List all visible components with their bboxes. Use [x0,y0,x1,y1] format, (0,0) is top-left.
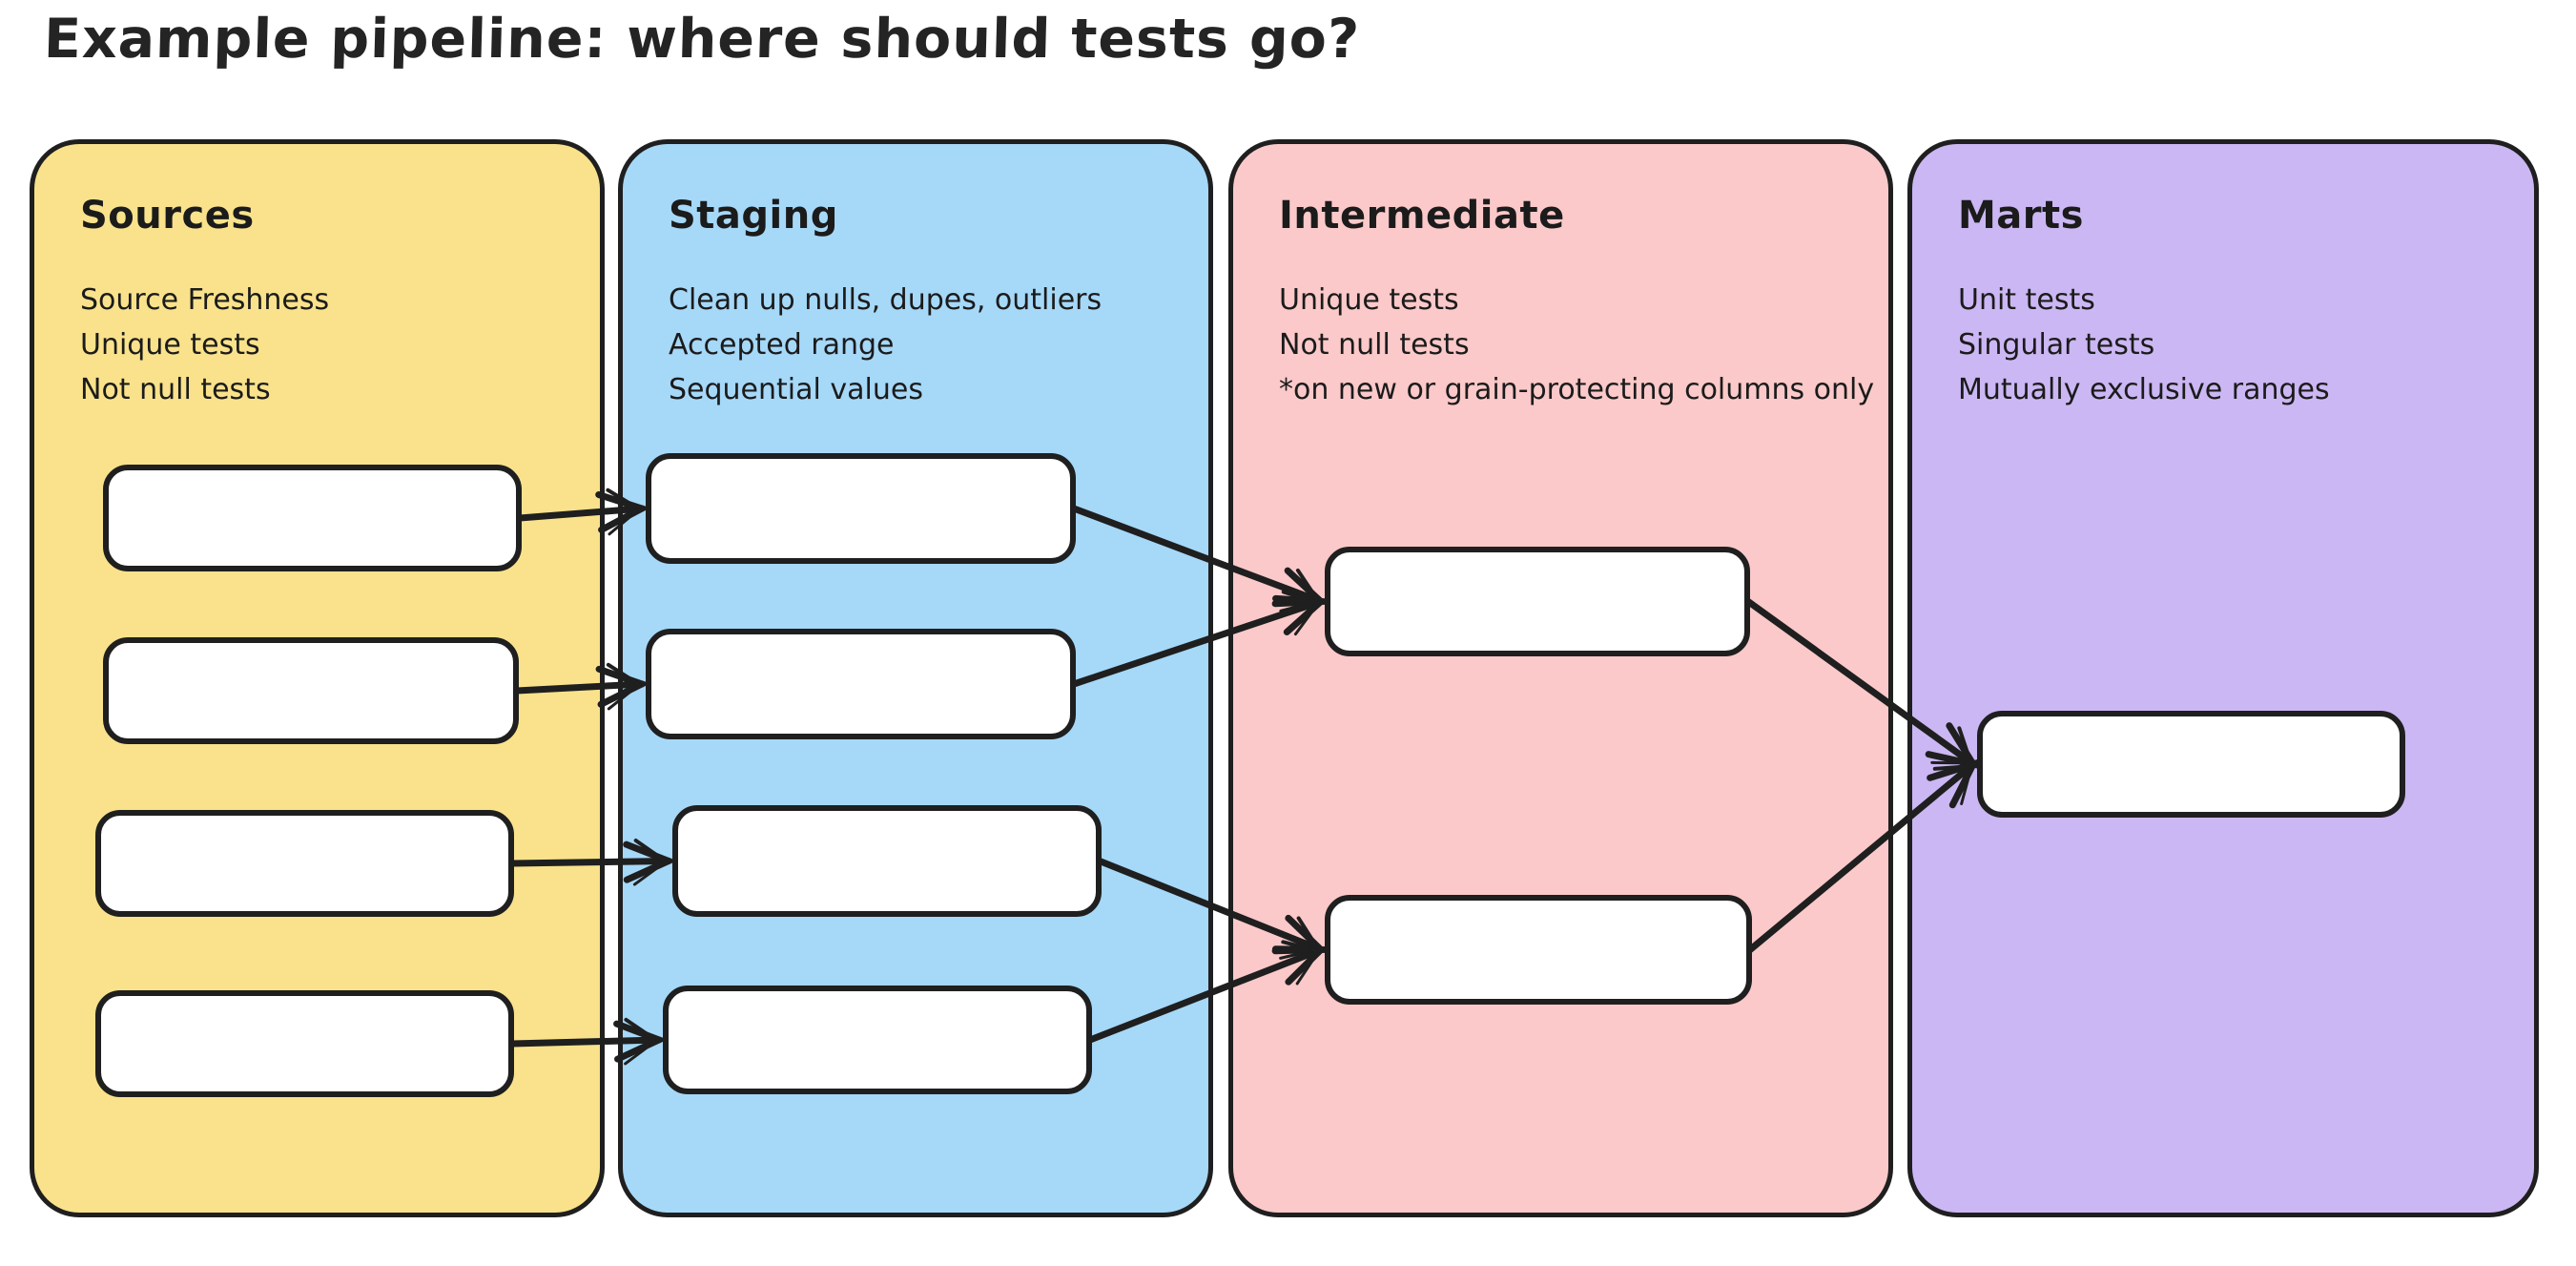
column-staging: Staging Clean up nulls, dupes, outliers … [618,139,1213,1217]
column-sources-title: Sources [80,194,255,238]
column-marts: Marts Unit tests Singular tests Mutually… [1907,139,2539,1217]
note-line: Source Freshness [80,283,330,317]
column-marts-title: Marts [1958,194,2084,238]
marts-node-1 [1977,711,2405,818]
intermediate-node-1 [1325,547,1750,656]
note-line: Accepted range [669,328,895,362]
column-intermediate: Intermediate Unique tests Not null tests… [1228,139,1893,1217]
note-line: Not null tests [80,373,271,406]
intermediate-node-2 [1325,895,1752,1005]
source-node-4 [95,990,514,1097]
source-node-3 [95,810,514,917]
note-line: Unique tests [80,328,260,362]
note-line: Sequential values [669,373,923,406]
column-sources-notes: Source Freshness Unique tests Not null t… [34,278,600,412]
staging-node-1 [646,453,1076,564]
diagram-title: Example pipeline: where should tests go? [43,8,1361,71]
column-intermediate-notes: Unique tests Not null tests *on new or g… [1233,278,1888,412]
note-line: Clean up nulls, dupes, outliers [669,283,1103,317]
note-line: Mutually exclusive ranges [1958,373,2330,406]
staging-node-4 [663,986,1092,1094]
note-line: *on new or grain-protecting columns only [1279,373,1875,406]
column-staging-notes: Clean up nulls, dupes, outliers Accepted… [623,278,1208,412]
note-line: Unit tests [1958,283,2095,317]
source-node-2 [103,637,519,744]
source-node-1 [103,465,522,571]
note-line: Not null tests [1279,328,1470,362]
staging-node-3 [672,805,1102,917]
column-sources: Sources Source Freshness Unique tests No… [30,139,605,1217]
column-staging-title: Staging [669,194,838,238]
note-line: Unique tests [1279,283,1459,317]
column-marts-notes: Unit tests Singular tests Mutually exclu… [1912,278,2534,412]
staging-node-2 [646,629,1076,739]
column-intermediate-title: Intermediate [1279,194,1565,238]
note-line: Singular tests [1958,328,2155,362]
